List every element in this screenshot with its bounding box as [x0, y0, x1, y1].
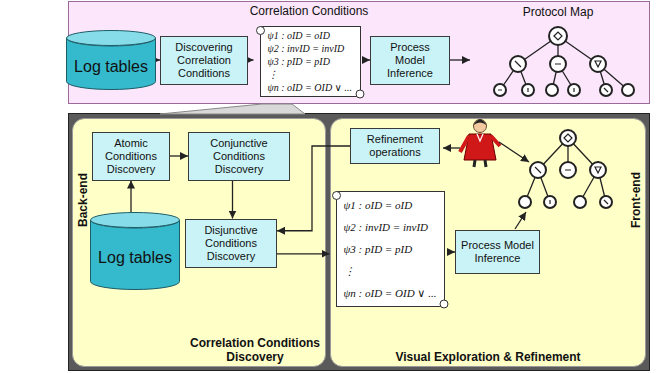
database-label: Log tables — [74, 58, 148, 76]
flow-arrow — [450, 59, 470, 60]
process-box: Atomic Conditions Discovery — [92, 132, 170, 181]
condition-line: ⋮ — [268, 68, 278, 81]
condition-line: ψ2 : invID = invID — [268, 42, 345, 55]
interaction-arrow — [499, 142, 529, 162]
graph-node — [549, 27, 567, 45]
graph-node — [519, 196, 531, 208]
user-hair — [474, 120, 487, 126]
user-legs — [474, 160, 486, 167]
user-figure — [460, 120, 500, 168]
back-end-region — [73, 119, 326, 367]
condition-list: ψ1 : oID = oIDψ2 : invID = invIDψ3 : pID… — [330, 186, 449, 312]
graph-node — [560, 130, 576, 146]
graph-symbols — [498, 32, 608, 92]
user-collar — [477, 134, 483, 141]
side-label: Back-end — [76, 173, 90, 227]
conditions-scroll: ψ1 : oID = oIDψ2 : invID = invIDψ3 : pID… — [330, 186, 449, 312]
scroll-sheet — [336, 192, 444, 307]
graph-symbols — [535, 134, 608, 204]
user-arms — [460, 136, 500, 152]
callout-wedge — [160, 104, 305, 114]
graph-node — [546, 84, 558, 96]
region-caption: Visual Exploration & Refinement — [330, 350, 646, 364]
scroll-curl — [440, 300, 448, 308]
graph-node — [590, 162, 606, 178]
flow-arrow — [232, 181, 233, 219]
condition-line: ψ1 : oID = oID — [344, 194, 413, 216]
box-label: Process Model Inference — [460, 239, 535, 265]
database-cylinder: Log tables — [90, 212, 180, 290]
interaction-arrow — [515, 212, 526, 229]
box-label: Process Model Inference — [375, 41, 445, 80]
process-box: Disjunctive Conditions Discovery — [185, 219, 277, 268]
graph-links — [500, 36, 628, 90]
condition-line: ψ1 : oID = oID — [268, 29, 330, 42]
graph-node — [622, 84, 634, 96]
scroll-curl — [332, 192, 340, 200]
flow-arrow — [170, 155, 188, 156]
heading-label: Protocol Map — [523, 5, 594, 19]
process-box: Conjunctive Conditions Discovery — [188, 132, 290, 181]
side-label: Front-end — [629, 172, 643, 228]
region-caption: Correlation Conditions Discovery — [190, 336, 320, 364]
scroll-curl — [256, 26, 264, 34]
protocol-map-graph — [494, 27, 634, 96]
front-end-region: Refinement operations ψ1 : oID = oIDψ2 : … — [330, 118, 646, 367]
back-end-region: Atomic Conditions Discovery Conjunctive C… — [72, 118, 326, 367]
process-box: Process Model Inference — [455, 230, 540, 274]
process-box: Discovering Correlation Conditions — [160, 36, 248, 85]
cylinder-top — [91, 213, 180, 228]
box-label: Disjunctive Conditions Discovery — [190, 224, 272, 263]
flow-arrow — [248, 59, 254, 60]
conditions-scroll: Correlation Conditionsψ1 : oID = oIDψ2 :… — [254, 21, 365, 102]
condition-line: ψ2 : invID = invID — [344, 216, 429, 238]
cylinder-body — [91, 220, 180, 290]
graph-node — [574, 196, 586, 208]
refined-graph — [519, 130, 612, 208]
flow-arrow — [130, 181, 131, 213]
flow-arrow — [277, 253, 330, 254]
cylinder-top — [67, 31, 156, 46]
interaction-arrows — [443, 142, 529, 229]
scroll-curl — [356, 90, 364, 98]
user-head — [474, 120, 487, 133]
condition-list: ψ1 : oID = oIDψ2 : invID = invIDψ3 : pID… — [254, 21, 365, 102]
process-box: Process Model Inference — [370, 36, 450, 85]
database-label: Log tables — [98, 249, 172, 267]
front-end-region — [331, 119, 646, 367]
scroll-sheet — [260, 26, 360, 96]
detail-panel — [69, 114, 650, 371]
heading-label: Correlation Conditions — [250, 4, 369, 18]
box-label: Atomic Conditions Discovery — [97, 137, 165, 176]
condition-line: ⋮ — [344, 260, 355, 282]
box-label: Discovering Correlation Conditions — [165, 41, 243, 80]
interaction-arrow — [443, 147, 460, 148]
graph-node — [590, 56, 606, 72]
process-box: Refinement operations — [350, 128, 440, 164]
condition-line: ψ3 : pID = pID — [344, 238, 413, 260]
condition-line: ψ3 : pID = pID — [268, 55, 330, 68]
protocol-map: Protocol Map — [470, 22, 646, 102]
database-cylinder: Log tables — [66, 30, 156, 90]
box-label: Refinement operations — [355, 133, 435, 159]
condition-line: ψn : oID = OID ∨ ... — [344, 282, 437, 304]
box-label: Conjunctive Conditions Discovery — [193, 137, 285, 176]
condition-line: ψn : oID = OID ∨ ... — [268, 81, 352, 94]
